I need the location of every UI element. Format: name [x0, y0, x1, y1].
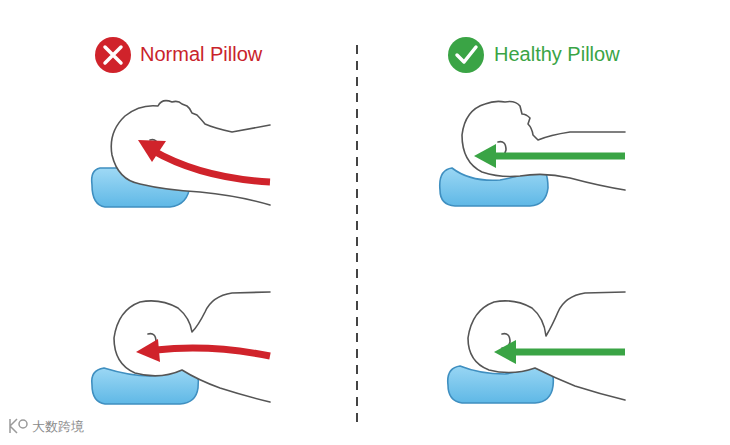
- person-side: [448, 292, 625, 403]
- heading-label: Normal Pillow: [140, 44, 262, 64]
- spine-arrow-good: [474, 144, 625, 168]
- person-supine: [440, 101, 625, 206]
- divider: [356, 45, 358, 422]
- check-icon: [448, 37, 484, 73]
- heading-label: Healthy Pillow: [494, 44, 620, 64]
- person-side: [92, 292, 270, 404]
- spine-arrow-good: [494, 340, 625, 364]
- spine-arrow-bad: [138, 140, 270, 182]
- watermark-logo: [10, 419, 27, 433]
- watermark: 大数跨境: [32, 420, 84, 433]
- cross-icon: [95, 37, 131, 73]
- person-supine: [92, 101, 270, 207]
- spine-arrow-bad: [136, 339, 270, 362]
